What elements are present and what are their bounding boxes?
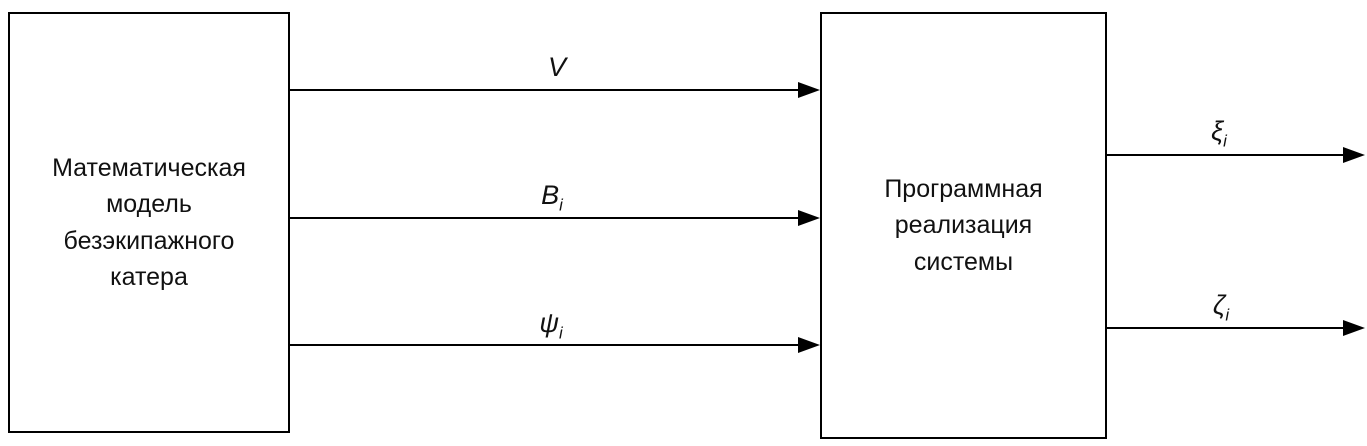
output-label-xi: ξi (1211, 116, 1227, 151)
input-label-psi: ψi (539, 308, 563, 343)
arrowhead-icon (798, 337, 820, 353)
arrowhead-icon (798, 210, 820, 226)
output-label-zeta-main: ζ (1212, 290, 1226, 320)
block-software-implementation-label: Программная реализация системы (884, 175, 1043, 276)
arrow-line (290, 89, 804, 91)
block-software-implementation: Программная реализация системы (820, 12, 1107, 439)
input-label-b: Bi (541, 180, 563, 215)
input-label-v-main: V (547, 52, 567, 82)
input-label-psi-main: ψ (539, 308, 559, 338)
output-label-xi-main: ξ (1211, 116, 1224, 146)
output-label-xi-sub: i (1223, 131, 1227, 151)
input-label-b-main: B (541, 180, 560, 210)
arrow-output-xi (1107, 147, 1365, 163)
arrow-input-b (290, 210, 820, 226)
output-label-zeta: ζi (1212, 290, 1230, 325)
input-label-b-sub: i (559, 195, 563, 215)
arrow-output-zeta (1107, 320, 1365, 336)
input-label-psi-sub: i (558, 323, 563, 343)
arrow-input-v (290, 82, 820, 98)
block-math-model-label: Математическая модель безэкипажного кате… (52, 154, 246, 291)
arrow-line (1107, 154, 1349, 156)
arrow-input-psi (290, 337, 820, 353)
arrowhead-icon (1343, 147, 1365, 163)
arrowhead-icon (1343, 320, 1365, 336)
block-math-model: Математическая модель безэкипажного кате… (8, 12, 290, 433)
arrow-line (1107, 327, 1349, 329)
arrow-line (290, 217, 804, 219)
output-label-zeta-sub: i (1225, 305, 1230, 325)
arrow-line (290, 344, 804, 346)
arrowhead-icon (798, 82, 820, 98)
input-label-v: V (548, 52, 566, 83)
